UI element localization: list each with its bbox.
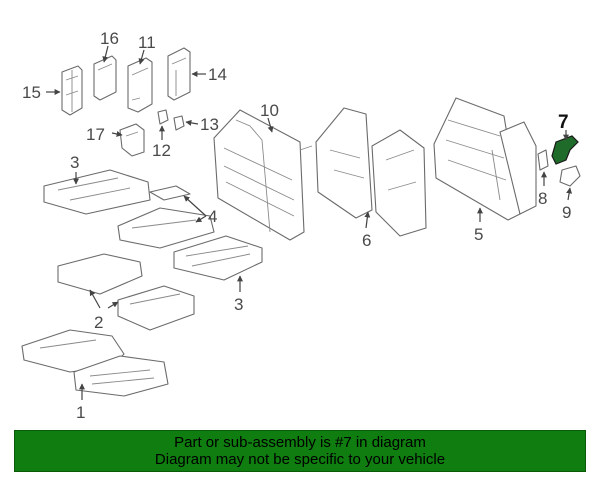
part-11[interactable] [127, 57, 153, 113]
part-2[interactable] [57, 253, 195, 331]
part-3-upper[interactable] [43, 169, 151, 215]
callout-3-upper: 3 [70, 153, 79, 172]
callout-7: 7 [558, 112, 569, 133]
callout-labels: 15 16 11 14 17 12 13 10 6 5 7 8 9 3 4 3 … [22, 29, 571, 422]
part-13[interactable] [173, 115, 185, 131]
parts-diagram: 15 16 11 14 17 12 13 10 6 5 7 8 9 3 4 3 … [21, 29, 581, 422]
part-7-highlighted[interactable] [551, 135, 579, 165]
part-17[interactable] [119, 123, 145, 157]
banner-line-1: Part or sub-assembly is #7 in diagram [174, 434, 426, 451]
part-8[interactable] [537, 149, 549, 171]
part-4[interactable] [117, 185, 215, 249]
callout-11: 11 [138, 33, 156, 52]
callout-4: 4 [208, 207, 217, 226]
part-15[interactable] [61, 65, 83, 116]
callout-8: 8 [538, 189, 547, 208]
part-16[interactable] [93, 55, 117, 101]
part-5[interactable] [433, 97, 537, 221]
callout-5: 5 [474, 225, 483, 244]
callout-10: 10 [260, 101, 279, 120]
part-14[interactable] [167, 47, 191, 101]
part-3-lower[interactable] [173, 235, 263, 281]
callout-3-lower: 3 [234, 295, 243, 314]
leader-lines [46, 45, 573, 400]
part-6[interactable] [315, 107, 427, 237]
part-1[interactable] [21, 329, 169, 397]
part-12[interactable] [157, 109, 169, 125]
callout-6: 6 [362, 231, 371, 250]
callout-2: 2 [94, 313, 103, 332]
info-banner: Part or sub-assembly is #7 in diagram Di… [14, 430, 586, 472]
callout-13: 13 [200, 115, 219, 134]
callout-12: 12 [152, 141, 171, 160]
callout-14: 14 [208, 65, 227, 84]
banner-line-2: Diagram may not be specific to your vehi… [154, 451, 446, 468]
callout-1: 1 [76, 403, 85, 422]
callout-17: 17 [86, 125, 105, 144]
callout-16: 16 [100, 29, 119, 48]
callout-9: 9 [562, 203, 571, 222]
part-9[interactable] [559, 165, 581, 187]
callout-15: 15 [22, 83, 41, 102]
part-10[interactable] [213, 109, 313, 241]
